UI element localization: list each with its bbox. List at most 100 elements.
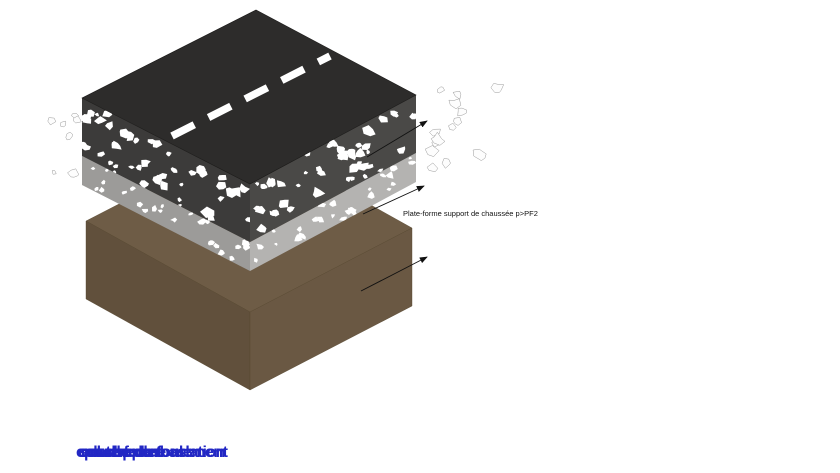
aggregate-speck <box>378 115 388 123</box>
aggregate-speck <box>441 158 451 169</box>
aggregate-speck <box>94 116 107 125</box>
aggregate-specks-base-right <box>253 110 416 233</box>
aggregate-speck <box>296 226 302 233</box>
overlap-word: couche de fondation <box>78 444 225 461</box>
aggregate-speck <box>253 257 258 263</box>
aggregate-speck <box>82 118 92 124</box>
aggregate-speck <box>316 169 326 176</box>
aggregate-speck <box>147 139 157 145</box>
aggregate-speck <box>152 140 163 148</box>
annotation-arrows <box>360 120 428 292</box>
aggregate-speck <box>51 170 57 175</box>
overlap-word: plate-forme <box>84 444 166 461</box>
aggregate-speck <box>245 217 250 223</box>
aggregate-speck <box>165 151 172 157</box>
overlap-word: couche de base <box>81 444 195 461</box>
aggregate-speck <box>97 151 106 157</box>
aggregate-speck <box>207 240 215 246</box>
arrow-platform-layer <box>362 185 425 215</box>
aggregate-speck <box>67 168 80 178</box>
subbase-layer-left-face <box>82 156 250 271</box>
aggregate-speck <box>135 164 142 171</box>
aggregate-speck <box>448 98 462 110</box>
aggregate-speck <box>229 255 235 261</box>
aggregate-speck <box>47 117 57 126</box>
aggregate-speck <box>98 186 105 193</box>
aggregate-speck <box>490 83 505 93</box>
aggregate-speck <box>377 168 384 173</box>
aggregate-speck <box>71 113 79 119</box>
aggregate-speck <box>339 216 347 221</box>
aggregate-speck <box>60 120 67 128</box>
aggregate-speck <box>328 139 339 147</box>
aggregate-speck <box>453 117 462 126</box>
aggregate-speck <box>276 180 286 188</box>
aggregate-speck <box>311 216 320 222</box>
aggregate-specks-subbase-right <box>253 156 416 263</box>
aggregate-speck <box>243 243 250 251</box>
aggregate-speck <box>256 243 264 250</box>
aggregate-speck <box>111 141 118 146</box>
aggregate-speck <box>196 165 206 176</box>
aggregate-speck <box>121 190 127 195</box>
aggregate-speck <box>362 173 368 179</box>
aggregate-speck <box>329 199 337 207</box>
aggregate-speck <box>358 162 369 169</box>
aggregate-speck <box>141 208 149 214</box>
aggregate-speck <box>457 107 467 117</box>
aggregate-speck <box>274 242 278 246</box>
aggregate-speck <box>367 187 372 191</box>
aggregate-speck <box>348 176 355 181</box>
aggregate-speck <box>326 143 334 149</box>
aggregate-speck <box>316 216 325 223</box>
soil-right-face <box>249 227 413 391</box>
aggregate-speck <box>65 131 73 141</box>
aggregate-speck <box>157 209 163 213</box>
aggregate-speck <box>119 128 130 139</box>
aggregate-speck <box>390 165 398 172</box>
aggregate-speck <box>254 182 260 187</box>
aggregate-speck <box>179 182 184 187</box>
aggregate-speck <box>294 234 303 242</box>
aggregate-speck <box>437 86 445 94</box>
aggregate-speck <box>239 183 250 194</box>
aggregate-speck <box>394 113 399 118</box>
aggregate-speck <box>345 148 356 156</box>
aggregate-speck <box>188 170 197 176</box>
aggregate-speck <box>200 206 215 218</box>
aggregate-speck <box>235 244 242 250</box>
loose-specks-left <box>47 113 82 178</box>
aggregate-speck <box>303 170 309 175</box>
aggregate-speck <box>160 180 168 191</box>
aggregate-speck <box>112 164 119 169</box>
aggregate-speck <box>152 175 162 186</box>
aggregate-speck <box>216 181 227 190</box>
aggregate-speck <box>136 201 144 208</box>
aggregate-speck <box>160 204 164 209</box>
aggregate-speck <box>260 183 268 189</box>
aggregate-speck <box>430 131 446 146</box>
aggregate-speck <box>269 210 277 217</box>
aggregate-speck <box>426 162 439 172</box>
aggregate-speck <box>133 137 140 144</box>
overlap-word: sol support <box>79 444 161 461</box>
subbase-layer-right-face <box>250 153 416 271</box>
aggregate-speck <box>141 159 151 167</box>
aggregate-speck <box>424 145 440 157</box>
aggregate-speck <box>472 148 487 161</box>
aggregate-speck <box>170 167 178 173</box>
aggregate-speck <box>362 125 376 137</box>
aggregate-speck <box>129 186 136 191</box>
base-layer-right-face <box>250 95 416 242</box>
aggregate-speck <box>266 177 275 188</box>
aggregate-speck <box>297 232 306 240</box>
aggregate-speck <box>295 183 301 188</box>
aggregate-speck <box>429 128 441 137</box>
aggregate-speck <box>448 122 457 131</box>
aggregate-speck <box>126 131 135 141</box>
aggregate-speck <box>128 165 135 170</box>
aggregate-speck <box>396 146 406 154</box>
aggregate-speck <box>380 173 387 178</box>
